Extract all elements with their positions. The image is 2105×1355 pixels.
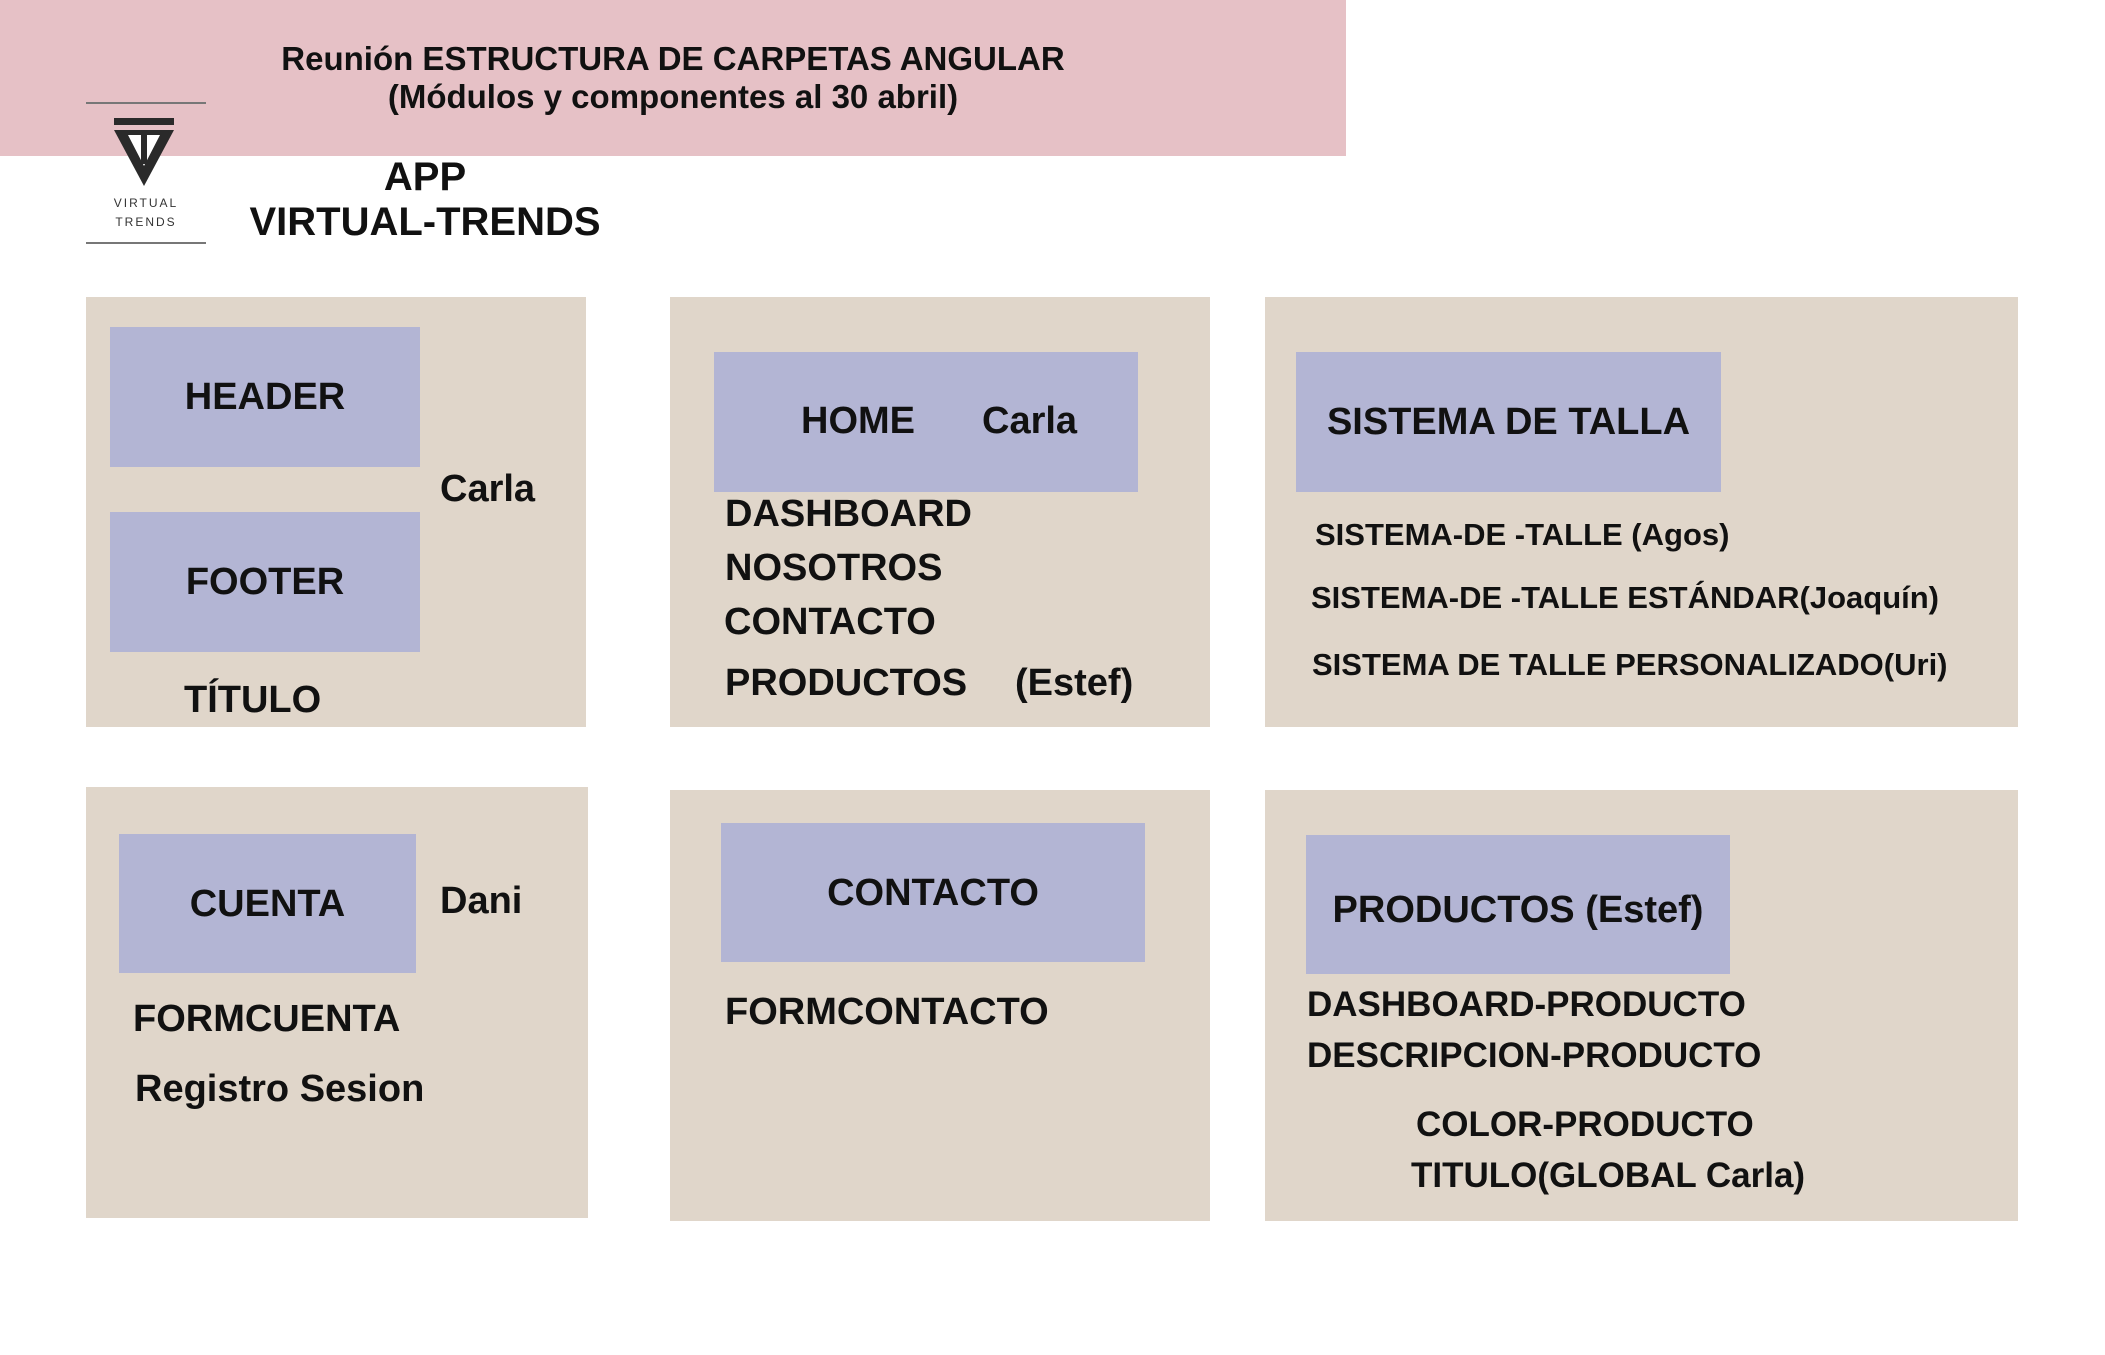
item-titulo-global: TITULO(GLOBAL Carla) xyxy=(1411,1156,1806,1195)
item-dashboard: DASHBOARD xyxy=(725,493,972,535)
item-productos: PRODUCTOS xyxy=(725,662,968,704)
virtual-trends-logo: VIRTUAL TRENDS xyxy=(86,102,206,244)
logo-text-line2: TRENDS xyxy=(115,215,177,229)
item-contacto: CONTACTO xyxy=(724,601,936,643)
item-titulo: TÍTULO xyxy=(184,679,322,721)
app-title-line1: APP xyxy=(383,155,467,199)
owner-label: (Estef) xyxy=(1015,662,1134,704)
item-nosotros: NOSOTROS xyxy=(725,547,943,589)
item-color-producto: COLOR-PRODUCTO xyxy=(1416,1105,1754,1144)
owner-label: Carla xyxy=(440,468,536,510)
item-registro-sesion: Registro Sesion xyxy=(135,1068,425,1110)
panel-contacto: CONTACTO FORMCONTACTO xyxy=(670,790,1210,1221)
module-label-sistema-talla: SISTEMA DE TALLA xyxy=(1326,401,1691,443)
module-box-home: HOME Carla xyxy=(714,352,1138,492)
module-label-productos: PRODUCTOS (Estef) xyxy=(1332,888,1704,931)
item-formcontacto: FORMCONTACTO xyxy=(725,991,1049,1033)
owner-label: Dani xyxy=(440,880,523,922)
module-label-header: HEADER xyxy=(184,376,346,418)
item-formcuenta: FORMCUENTA xyxy=(133,998,401,1040)
logo-text-line1: VIRTUAL xyxy=(113,196,179,210)
item-sistema-talle-estandar: SISTEMA-DE -TALLE ESTÁNDAR(Joaquín) xyxy=(1311,580,1940,615)
banner-line1: Reunión ESTRUCTURA DE CARPETAS ANGULAR xyxy=(281,40,1065,77)
owner-label: Carla xyxy=(982,400,1078,442)
item-dashboard-producto: DASHBOARD-PRODUCTO xyxy=(1307,985,1746,1024)
module-box-footer: FOOTER xyxy=(110,512,420,652)
module-label-contacto: CONTACTO xyxy=(827,871,1039,914)
panel-layout: HEADER FOOTER Carla TÍTULO xyxy=(86,297,586,727)
item-descripcion-producto: DESCRIPCION-PRODUCTO xyxy=(1307,1036,1762,1075)
module-label-cuenta: CUENTA xyxy=(189,882,346,925)
item-sistema-talle-personalizado: SISTEMA DE TALLE PERSONALIZADO(Uri) xyxy=(1312,647,1948,682)
panel-productos: PRODUCTOS (Estef) DASHBOARD-PRODUCTO DES… xyxy=(1265,790,2018,1221)
logo-mark-icon xyxy=(86,102,206,244)
module-label-footer: FOOTER xyxy=(185,561,345,603)
module-box-header: HEADER xyxy=(110,327,420,467)
panel-cuenta: CUENTA Dani FORMCUENTA Registro Sesion xyxy=(86,787,588,1218)
banner-line2: (Módulos y componentes al 30 abril) xyxy=(387,78,959,115)
panel-sistema-talla: SISTEMA DE TALLA SISTEMA-DE -TALLE (Agos… xyxy=(1265,297,2018,727)
module-box-productos: PRODUCTOS (Estef) xyxy=(1306,835,1730,974)
panel-home: HOME Carla DASHBOARD NOSOTROS CONTACTO P… xyxy=(670,297,1210,727)
item-sistema-talle: SISTEMA-DE -TALLE (Agos) xyxy=(1315,517,1730,552)
module-box-cuenta: CUENTA xyxy=(119,834,416,973)
module-box-contacto: CONTACTO xyxy=(721,823,1145,962)
app-title: APP VIRTUAL-TRENDS xyxy=(230,155,620,245)
app-title-line2: VIRTUAL-TRENDS xyxy=(249,200,601,244)
meeting-banner: Reunión ESTRUCTURA DE CARPETAS ANGULAR (… xyxy=(0,0,1346,156)
module-label-home: HOME xyxy=(801,400,915,442)
module-box-sistema-talla: SISTEMA DE TALLA xyxy=(1296,352,1721,492)
